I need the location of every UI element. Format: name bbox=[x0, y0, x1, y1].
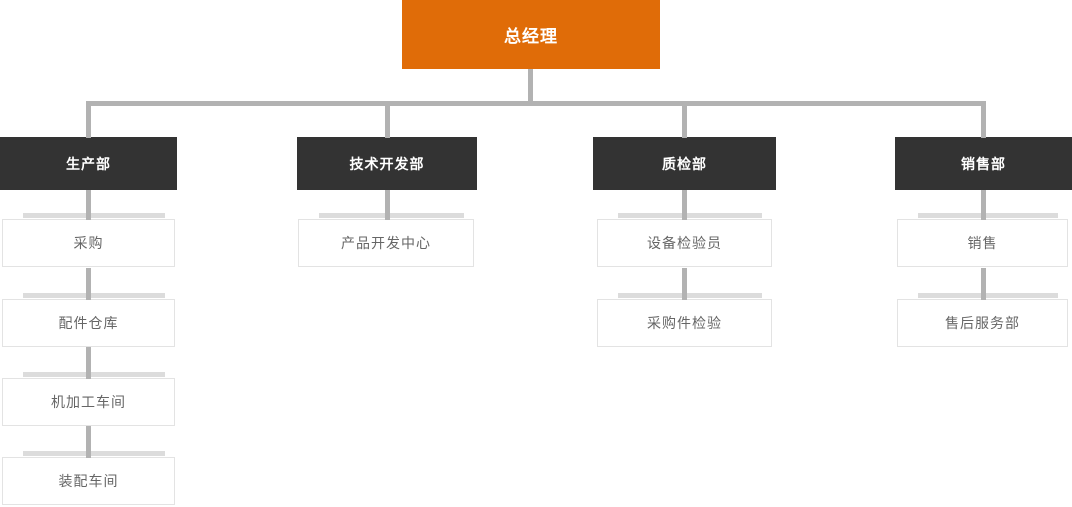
connector-line bbox=[682, 268, 687, 300]
connector-line bbox=[682, 190, 687, 220]
child-node-equipment-inspector: 设备检验员 bbox=[597, 213, 772, 267]
dept-node-quality-inspection: 质检部 bbox=[593, 137, 776, 190]
connector-line bbox=[86, 190, 91, 220]
child-node-purchased-parts-inspection: 采购件检验 bbox=[597, 293, 772, 347]
dept-node-sales: 销售部 bbox=[895, 137, 1072, 190]
connector-horizontal-line bbox=[86, 101, 986, 106]
child-node-parts-warehouse: 配件仓库 bbox=[2, 293, 175, 347]
connector-root-trunk bbox=[528, 69, 533, 106]
connector-line bbox=[86, 268, 91, 300]
child-node-purchasing: 采购 bbox=[2, 213, 175, 267]
connector-line bbox=[86, 426, 91, 458]
dept-node-production: 生产部 bbox=[0, 137, 177, 190]
child-node-product-dev-center: 产品开发中心 bbox=[298, 213, 474, 267]
connector-drop-sales bbox=[981, 101, 986, 138]
dept-node-tech-development: 技术开发部 bbox=[297, 137, 477, 190]
connector-line bbox=[981, 190, 986, 220]
org-node-general-manager: 总经理 bbox=[402, 0, 660, 69]
child-node-sales: 销售 bbox=[897, 213, 1068, 267]
child-node-assembly-workshop: 装配车间 bbox=[2, 451, 175, 505]
child-node-after-sales-service: 售后服务部 bbox=[897, 293, 1068, 347]
connector-drop-qc bbox=[682, 101, 687, 138]
connector-line bbox=[385, 190, 390, 220]
connector-drop-production bbox=[86, 101, 91, 138]
child-node-machining-workshop: 机加工车间 bbox=[2, 372, 175, 426]
connector-line bbox=[981, 268, 986, 300]
connector-line bbox=[86, 347, 91, 379]
connector-drop-tech bbox=[385, 101, 390, 138]
